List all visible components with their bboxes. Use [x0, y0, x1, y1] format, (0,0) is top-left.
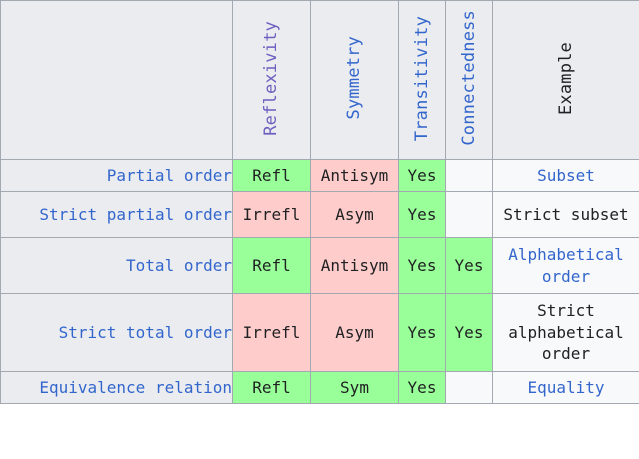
- row-label-equivalence-relation[interactable]: Equivalence relation: [0, 371, 233, 404]
- table-row-strict-partial-order: Strict partial order Irrefl Asym Yes Str…: [0, 191, 639, 238]
- cell-equivalence-relation-connectedness: [445, 371, 493, 404]
- table-row-strict-total-order: Strict total order Irrefl Asym Yes Yes S…: [0, 293, 639, 372]
- cell-strict-partial-order-transitivity: Yes: [398, 191, 446, 238]
- cell-partial-order-transitivity: Yes: [398, 159, 446, 192]
- cell-partial-order-reflexivity: Refl: [232, 159, 311, 192]
- header-cell-example: Example: [492, 0, 639, 160]
- cell-strict-total-order-connectedness: Yes: [445, 293, 493, 372]
- cell-total-order-symmetry: Antisym: [310, 237, 399, 294]
- cell-equivalence-relation-example[interactable]: Equality: [492, 371, 639, 404]
- cell-strict-total-order-symmetry: Asym: [310, 293, 399, 372]
- relation-properties-table: Reflexivity Symmetry Transitivity Connec…: [0, 0, 639, 404]
- row-label-partial-order[interactable]: Partial order: [0, 159, 233, 192]
- header-cell-transitivity: Transitivity: [398, 0, 446, 160]
- cell-strict-partial-order-reflexivity: Irrefl: [232, 191, 311, 238]
- row-label-strict-total-order[interactable]: Strict total order: [0, 293, 233, 372]
- header-label-symmetry[interactable]: Symmetry: [344, 36, 365, 120]
- cell-total-order-transitivity: Yes: [398, 237, 446, 294]
- header-label-transitivity[interactable]: Transitivity: [411, 15, 432, 141]
- cell-strict-total-order-transitivity: Yes: [398, 293, 446, 372]
- table-row-partial-order: Partial order Refl Antisym Yes Subset: [0, 159, 639, 192]
- cell-strict-partial-order-example: Strict subset: [492, 191, 639, 238]
- header-label-reflexivity[interactable]: Reflexivity: [261, 20, 282, 136]
- cell-equivalence-relation-symmetry: Sym: [310, 371, 399, 404]
- table-row-equivalence-relation: Equivalence relation Refl Sym Yes Equali…: [0, 371, 639, 404]
- cell-total-order-reflexivity: Refl: [232, 237, 311, 294]
- row-label-strict-partial-order[interactable]: Strict partial order: [0, 191, 233, 238]
- header-label-connectedness[interactable]: Connectedness: [458, 10, 479, 147]
- cell-strict-total-order-example: Strict alphabetical order: [492, 293, 639, 372]
- table-row-total-order: Total order Refl Antisym Yes Yes Alphabe…: [0, 237, 639, 294]
- cell-equivalence-relation-reflexivity: Refl: [232, 371, 311, 404]
- header-cell-connectedness: Connectedness: [445, 0, 493, 160]
- cell-equivalence-relation-transitivity: Yes: [398, 371, 446, 404]
- cell-strict-partial-order-connectedness: [445, 191, 493, 238]
- cell-total-order-example[interactable]: Alphabetical order: [492, 237, 639, 294]
- cell-strict-partial-order-symmetry: Asym: [310, 191, 399, 238]
- cell-total-order-connectedness: Yes: [445, 237, 493, 294]
- header-cell-reflexivity: Reflexivity: [232, 0, 311, 160]
- header-cell-relation: [0, 0, 233, 160]
- table-header-row: Reflexivity Symmetry Transitivity Connec…: [0, 0, 639, 160]
- row-label-total-order[interactable]: Total order: [0, 237, 233, 294]
- cell-partial-order-example[interactable]: Subset: [492, 159, 639, 192]
- header-label-example: Example: [555, 41, 576, 115]
- cell-partial-order-connectedness: [445, 159, 493, 192]
- cell-strict-total-order-reflexivity: Irrefl: [232, 293, 311, 372]
- cell-partial-order-symmetry: Antisym: [310, 159, 399, 192]
- header-cell-symmetry: Symmetry: [310, 0, 399, 160]
